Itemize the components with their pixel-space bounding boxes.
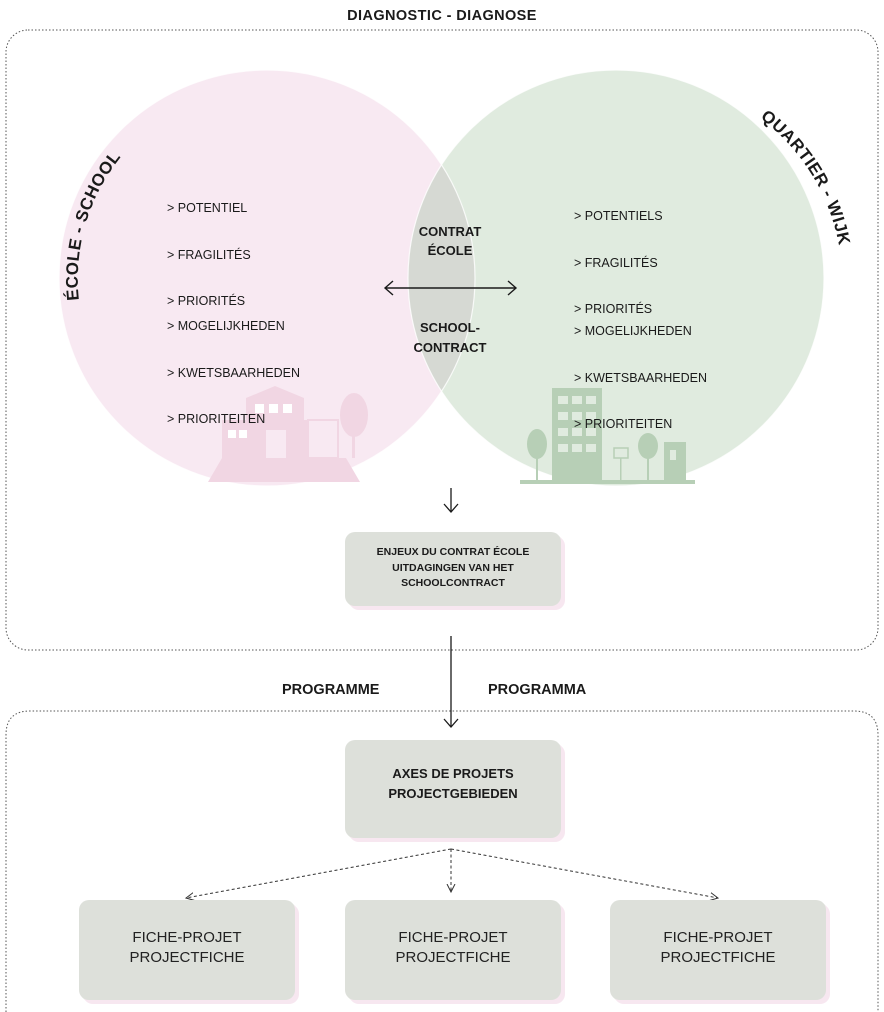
programme-fr-label: PROGRAMME (282, 682, 380, 698)
diagnostic-frame (5, 29, 879, 651)
school-list-nl: > MOGELIJKHEDEN > KWETSBAARHEDEN > PRIOR… (167, 288, 300, 443)
contract-nl-label: SCHOOL- CONTRACT (413, 320, 487, 355)
contract-fr-label: CONTRAT ÉCOLE (418, 224, 482, 258)
school-circle (59, 70, 475, 486)
programme-arrow-icon (443, 636, 459, 728)
school-building-icon (208, 386, 368, 482)
list-item: > POTENTIELS (574, 209, 663, 223)
diagnostic-title: DIAGNOSTIC - DIAGNOSE (347, 8, 537, 24)
list-item: > PRIORITÉS (167, 294, 246, 308)
list-item: > FRAGILITÉS (167, 247, 251, 262)
district-circle (408, 70, 824, 486)
list-item: > MOGELIJKHEDEN (574, 324, 692, 338)
list-item: > POTENTIEL (167, 201, 248, 215)
list-item: > PRIORITEITEN (574, 417, 673, 431)
dashed-arrows (186, 848, 718, 898)
list-item: > KWETSBAARHEDEN (167, 365, 301, 380)
project-sheet-box: FICHE-PROJET PROJECTFICHE (345, 900, 561, 1000)
double-arrow-icon (383, 280, 518, 296)
school-list-fr: > POTENTIEL > FRAGILITÉS > PRIORITÉS (167, 170, 251, 325)
district-list-fr: > POTENTIELS > FRAGILITÉS > PRIORITÉS (574, 178, 663, 333)
programme-nl-label: PROGRAMMA (488, 682, 587, 698)
list-item: > PRIORITÉS (574, 302, 653, 316)
down-arrow-icon (443, 488, 459, 513)
list-item: > PRIORITEITEN (167, 412, 266, 426)
list-item: > FRAGILITÉS (574, 255, 658, 270)
neighbourhood-buildings-icon (520, 388, 695, 484)
project-sheet-box: FICHE-PROJET PROJECTFICHE (79, 900, 295, 1000)
list-item: > KWETSBAARHEDEN (574, 370, 708, 385)
list-item: > MOGELIJKHEDEN (167, 319, 285, 333)
project-sheet-box: FICHE-PROJET PROJECTFICHE (610, 900, 826, 1000)
district-list-nl: > MOGELIJKHEDEN > KWETSBAARHEDEN > PRIOR… (574, 293, 707, 448)
project-axes-box: AXES DE PROJETS PROJECTGEBIEDEN (345, 740, 561, 838)
stakes-box: ENJEUX DU CONTRAT ÉCOLE UITDAGINGEN VAN … (345, 532, 561, 606)
